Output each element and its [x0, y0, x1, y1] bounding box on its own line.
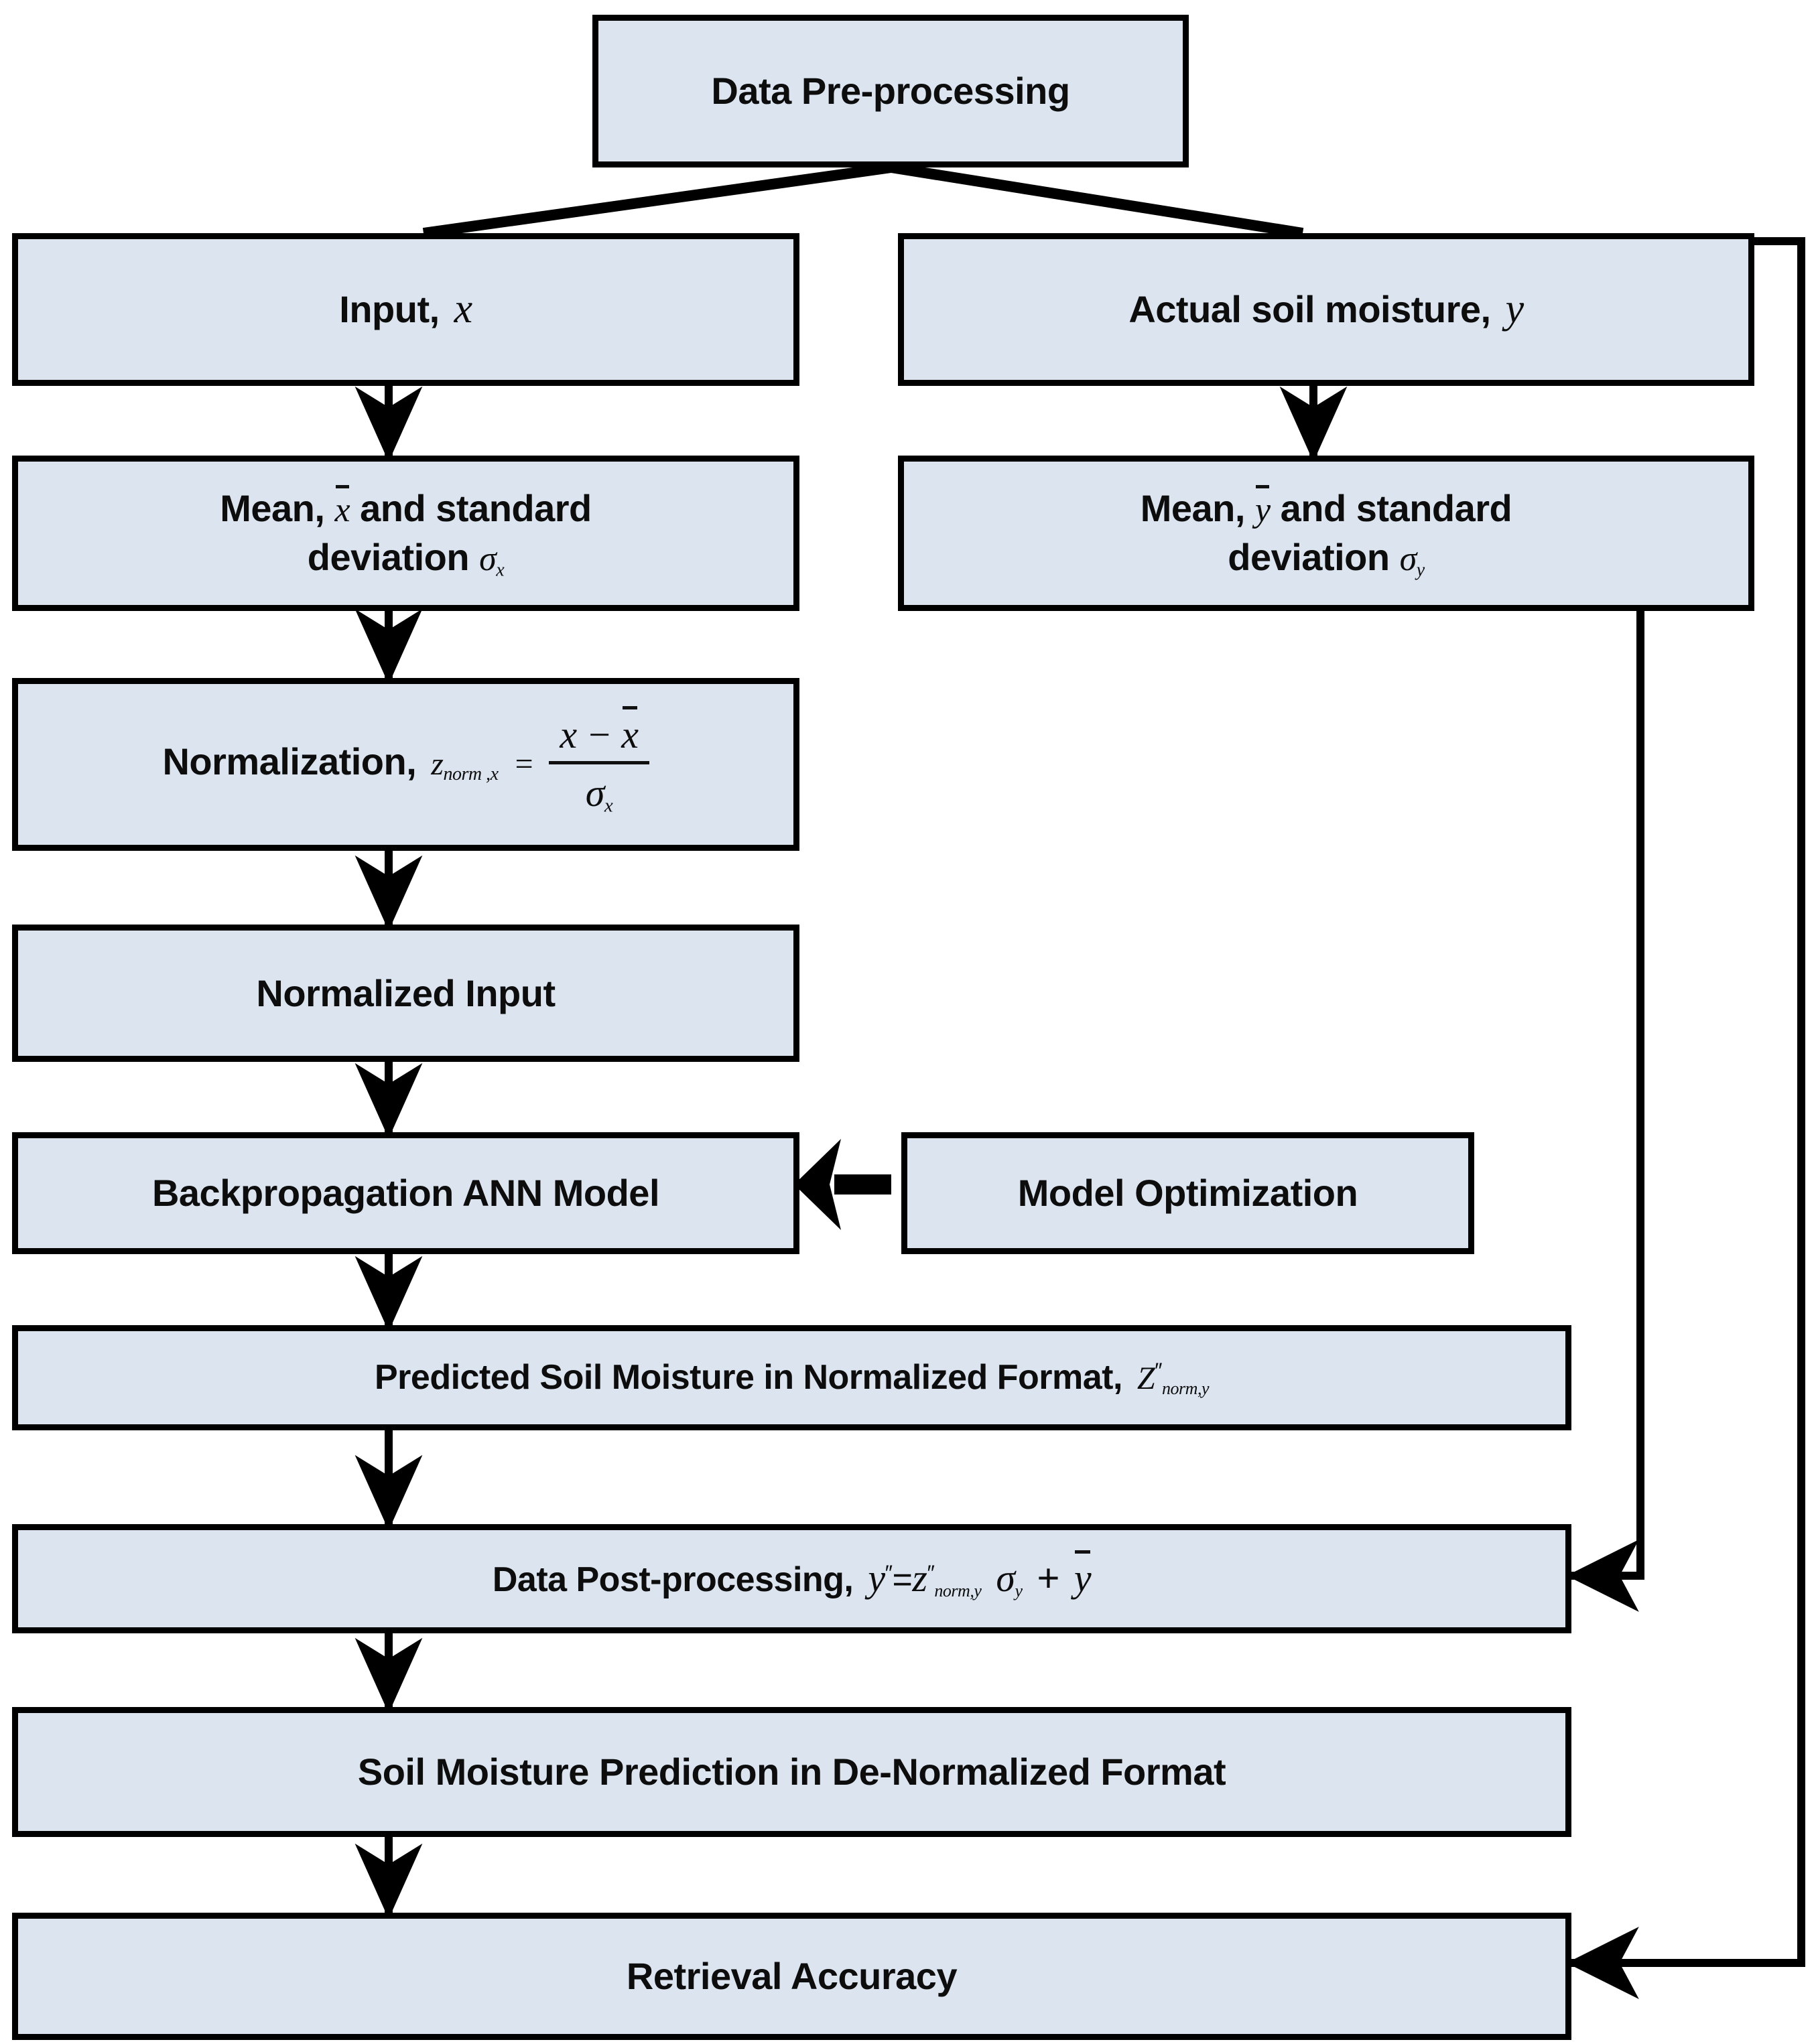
- mean-y-line2-pre: deviation: [1228, 535, 1390, 578]
- post-sigma-sub: y: [1015, 1581, 1023, 1601]
- node-normalized-input[interactable]: Normalized Input: [12, 925, 799, 1062]
- normalization-z: z: [431, 746, 444, 782]
- node-backpropagation-ann-model[interactable]: Backpropagation ANN Model: [12, 1132, 799, 1254]
- post-z: z: [912, 1556, 927, 1600]
- fraction-numerator: x − x: [549, 706, 649, 761]
- node-label: Input, x: [339, 283, 472, 336]
- num-x: x: [560, 712, 577, 756]
- post-equals: =: [892, 1560, 913, 1600]
- post-y-sup: ″: [885, 1561, 893, 1586]
- predicted-z-sub: norm,y: [1162, 1379, 1209, 1399]
- node-actual-soil-moisture[interactable]: Actual soil moisture, y: [898, 233, 1754, 386]
- node-label: Normalized Input: [256, 971, 556, 1014]
- post-z-sup: ″: [927, 1561, 935, 1586]
- mean-y-sigma-sub: y: [1416, 559, 1425, 581]
- post-plus: +: [1037, 1556, 1060, 1600]
- node-model-optimization[interactable]: Model Optimization: [901, 1132, 1474, 1254]
- post-y: y: [868, 1556, 885, 1600]
- node-soil-moisture-prediction-denormalized[interactable]: Soil Moisture Prediction in De-Normalize…: [12, 1707, 1571, 1837]
- node-label: Predicted Soil Moisture in Normalized Fo…: [375, 1355, 1209, 1400]
- node-label: Mean, y and standard deviation σy: [1141, 484, 1512, 582]
- edge-optimization-to-ann: [794, 1139, 891, 1230]
- predicted-z: Z: [1137, 1361, 1155, 1397]
- input-variable: x: [454, 286, 473, 332]
- node-label: Actual soil moisture, y: [1128, 283, 1525, 336]
- num-minus: −: [586, 712, 612, 756]
- node-input-x[interactable]: Input, x: [12, 233, 799, 386]
- node-mean-std-y[interactable]: Mean, y and standard deviation σy: [898, 456, 1754, 611]
- node-label: Retrieval Accuracy: [626, 1955, 958, 1998]
- post-text: Data Post-processing,: [492, 1560, 854, 1600]
- mean-y-sigma: σ: [1399, 539, 1417, 578]
- node-label: Soil Moisture Prediction in De-Normalize…: [357, 1751, 1226, 1793]
- edge-mean-y-to-post: [1566, 611, 1644, 1612]
- normalization-equals: =: [513, 746, 535, 782]
- node-label: Data Pre-processing: [711, 70, 1070, 113]
- node-data-pre-processing[interactable]: Data Pre-processing: [592, 15, 1189, 167]
- actual-variable: y: [1505, 286, 1525, 332]
- actual-label-text: Actual soil moisture,: [1128, 288, 1491, 331]
- num-xbar: x: [621, 706, 639, 760]
- edge-pre-to-input: [422, 162, 893, 239]
- input-label-text: Input,: [339, 288, 440, 331]
- node-retrieval-accuracy[interactable]: Retrieval Accuracy: [12, 1913, 1571, 2040]
- predicted-text: Predicted Soil Moisture in Normalized Fo…: [375, 1358, 1122, 1398]
- mean-x-line1-pre: Mean,: [220, 487, 325, 530]
- post-sigma: σ: [996, 1556, 1015, 1600]
- mean-x-sigma: σ: [479, 539, 497, 578]
- predicted-z-sup: ″: [1155, 1359, 1163, 1383]
- node-mean-std-x[interactable]: Mean, x and standard deviation σx: [12, 456, 799, 611]
- mean-y-line1-pre: Mean,: [1140, 487, 1246, 530]
- normalization-z-sub: norm ,x: [443, 764, 499, 785]
- node-label: Backpropagation ANN Model: [151, 1172, 660, 1215]
- edge-pre-to-actual: [890, 162, 1304, 239]
- mean-x-line1-post: and standard: [360, 487, 592, 530]
- den-sigma-sub: x: [604, 795, 613, 817]
- mean-y-line1-post: and standard: [1280, 487, 1512, 530]
- mean-x-line2-pre: deviation: [307, 535, 470, 578]
- mean-x-var: x: [334, 484, 350, 533]
- normalization-text: Normalization,: [162, 740, 417, 782]
- den-sigma: σ: [585, 771, 605, 815]
- post-z-sub: norm,y: [934, 1581, 982, 1601]
- mean-x-sigma-sub: x: [496, 559, 505, 581]
- fraction-denominator: σx: [549, 761, 649, 819]
- node-label: Mean, x and standard deviation σx: [220, 484, 592, 582]
- mean-y-var: y: [1255, 484, 1271, 533]
- post-ybar: y: [1074, 1550, 1092, 1603]
- node-predicted-soil-moisture[interactable]: Predicted Soil Moisture in Normalized Fo…: [12, 1325, 1571, 1430]
- node-label: Model Optimization: [1017, 1172, 1358, 1215]
